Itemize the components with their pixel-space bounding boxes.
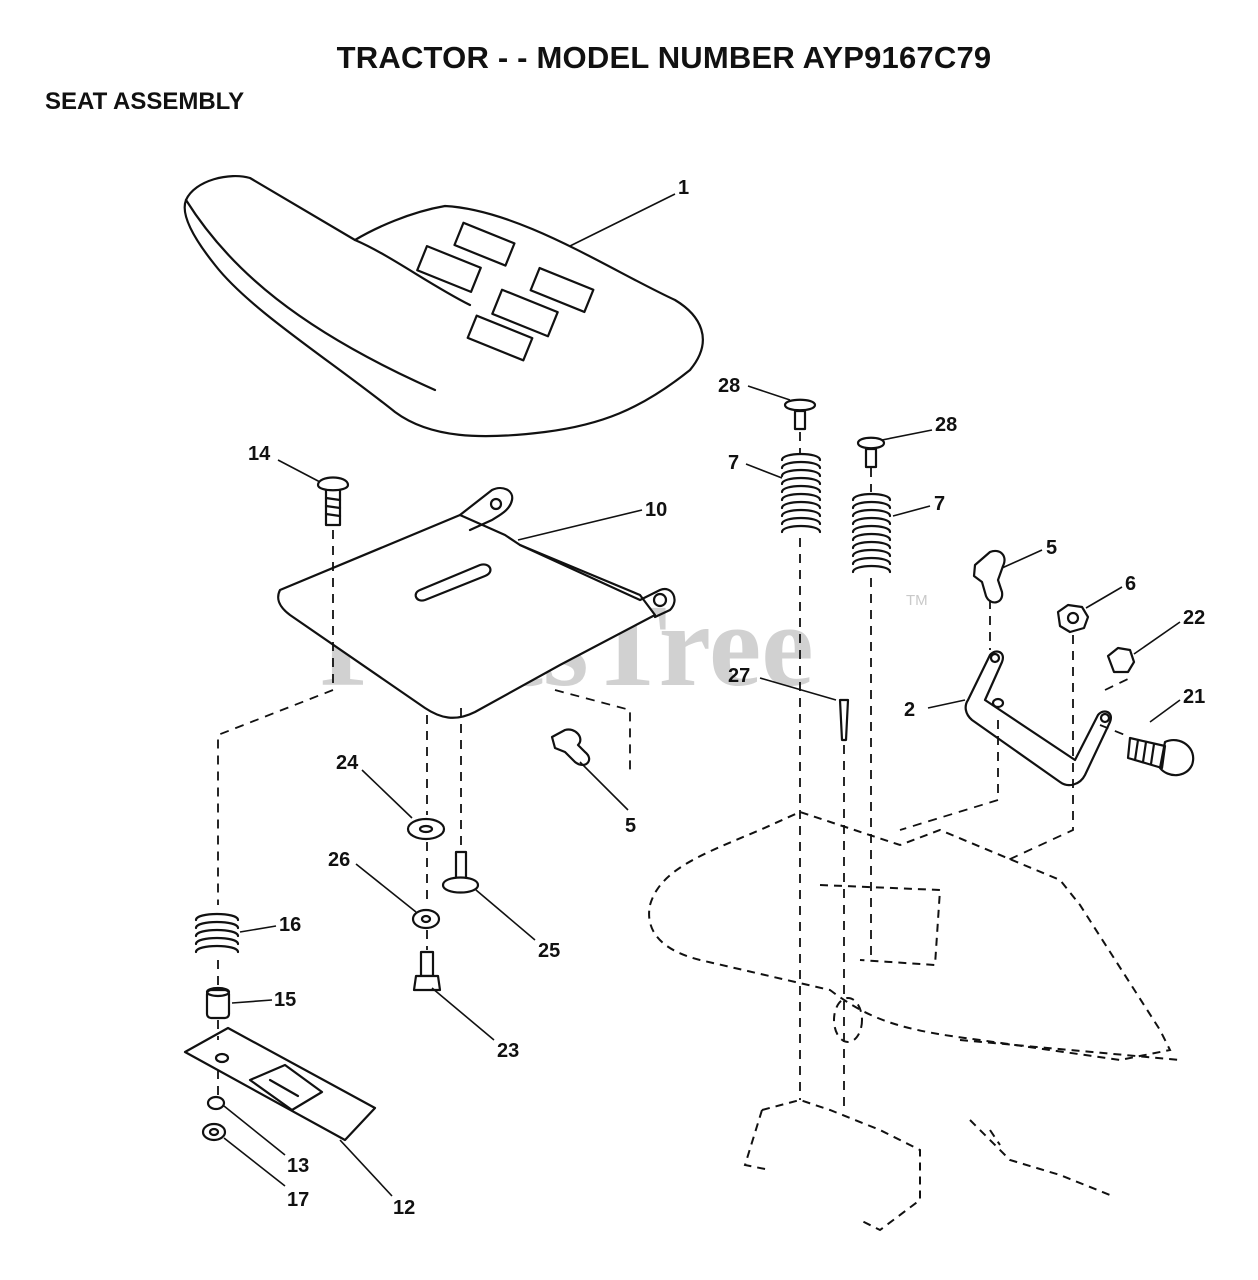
part-bushing[interactable] bbox=[206, 1095, 226, 1111]
part-spring[interactable] bbox=[194, 912, 240, 954]
part-hex-bolt[interactable] bbox=[412, 950, 442, 992]
part-knob-bolt[interactable] bbox=[1126, 736, 1195, 777]
part-shoulder-bolt[interactable] bbox=[441, 850, 480, 894]
callout-21[interactable]: 21 bbox=[1183, 686, 1205, 708]
callout-7-right[interactable]: 7 bbox=[934, 493, 945, 515]
part-spacer[interactable] bbox=[205, 986, 231, 1020]
section-title: SEAT ASSEMBLY bbox=[45, 88, 245, 115]
part-spring-assembly-right[interactable] bbox=[851, 436, 892, 574]
callout-1[interactable]: 1 bbox=[678, 177, 689, 199]
callout-28-right[interactable]: 28 bbox=[935, 414, 957, 436]
callout-2[interactable]: 2 bbox=[904, 699, 915, 721]
part-mounting-plate[interactable] bbox=[183, 1026, 377, 1142]
callout-7-left[interactable]: 7 bbox=[728, 452, 739, 474]
callout-5-left[interactable]: 5 bbox=[625, 815, 636, 837]
watermark-trademark: TM bbox=[906, 592, 928, 609]
callout-labels: 1 2 5 5 6 7 7 10 12 13 14 15 16 17 21 22… bbox=[248, 177, 1205, 1219]
callout-15[interactable]: 15 bbox=[274, 989, 296, 1011]
callout-23[interactable]: 23 bbox=[497, 1040, 519, 1062]
callout-10[interactable]: 10 bbox=[645, 499, 667, 521]
callout-13[interactable]: 13 bbox=[287, 1155, 309, 1177]
part-flange-nut[interactable] bbox=[201, 1122, 227, 1142]
part-pin[interactable] bbox=[838, 698, 850, 742]
callout-12[interactable]: 12 bbox=[393, 1197, 415, 1219]
part-seat-pan[interactable] bbox=[277, 486, 676, 719]
part-clip-right[interactable] bbox=[972, 549, 1006, 604]
callout-22[interactable]: 22 bbox=[1183, 607, 1205, 629]
part-spring-assembly-left[interactable] bbox=[780, 398, 822, 534]
callout-17[interactable]: 17 bbox=[287, 1189, 309, 1211]
tractor-frame-outline bbox=[648, 810, 1181, 1232]
callout-16[interactable]: 16 bbox=[279, 914, 301, 936]
part-seat[interactable] bbox=[183, 174, 704, 438]
leader-lines bbox=[223, 193, 1181, 1197]
callout-24[interactable]: 24 bbox=[336, 752, 359, 774]
page-title: TRACTOR - - MODEL NUMBER AYP9167C79 bbox=[336, 40, 992, 75]
part-carriage-bolt[interactable] bbox=[316, 476, 350, 527]
part-seat-bracket[interactable] bbox=[964, 650, 1112, 787]
callout-27[interactable]: 27 bbox=[728, 665, 750, 687]
assembly-lines bbox=[217, 432, 1131, 1110]
part-clip-left[interactable] bbox=[550, 728, 591, 767]
callout-5-right[interactable]: 5 bbox=[1046, 537, 1057, 559]
callout-6[interactable]: 6 bbox=[1125, 573, 1136, 595]
callout-28-left[interactable]: 28 bbox=[718, 375, 740, 397]
callout-25[interactable]: 25 bbox=[538, 940, 560, 962]
callout-26[interactable]: 26 bbox=[328, 849, 350, 871]
part-nut[interactable] bbox=[1056, 603, 1090, 634]
part-lockwasher[interactable] bbox=[411, 908, 441, 930]
part-washer-24[interactable] bbox=[406, 817, 446, 841]
callout-14[interactable]: 14 bbox=[248, 443, 271, 465]
part-hex-nut[interactable] bbox=[1106, 646, 1136, 674]
